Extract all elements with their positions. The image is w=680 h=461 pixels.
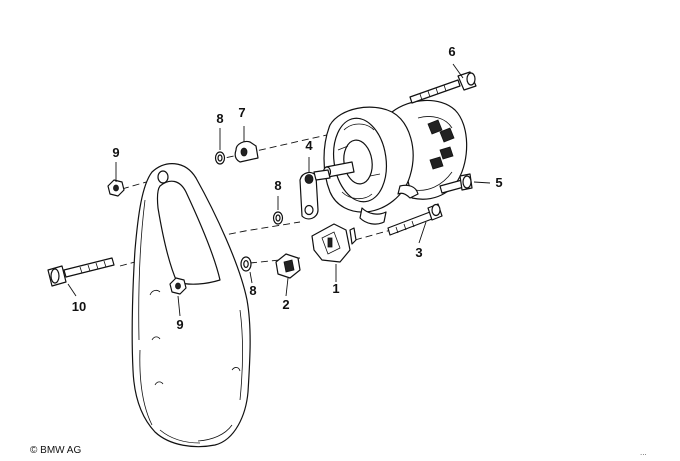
- nut-2: [275, 253, 301, 279]
- callout-8-middle: 8: [274, 178, 282, 193]
- washer-8a: [214, 151, 226, 165]
- copyright-notice: © BMW AG: [30, 445, 82, 456]
- cover-plate: [131, 163, 251, 448]
- bolt-5: [439, 173, 473, 194]
- callout-7: 7: [238, 105, 246, 120]
- callout-8-bottom: 8: [249, 283, 257, 298]
- nut-9b: [169, 277, 187, 295]
- callout-6: 6: [448, 44, 456, 59]
- bolt-10: [47, 257, 115, 287]
- callout-10: 10: [71, 299, 87, 314]
- callout-4: 4: [305, 138, 313, 153]
- callout-5: 5: [495, 175, 503, 190]
- callout-1: 1: [332, 281, 340, 296]
- adjusting-bracket-1: [311, 223, 357, 263]
- bolt-6: [409, 71, 477, 104]
- tensioning-strap-4: [299, 169, 331, 220]
- callout-3: 3: [415, 245, 423, 260]
- reference-code: ...: [640, 448, 647, 457]
- callout-2: 2: [282, 297, 290, 312]
- leader-lines: [67, 63, 491, 317]
- nut-9a: [107, 179, 125, 197]
- bolt-3: [387, 203, 443, 236]
- washer-8b: [272, 211, 284, 225]
- callout-8-top: 8: [216, 111, 224, 126]
- callout-9-bottom: 9: [176, 317, 184, 332]
- washer-8c: [240, 256, 252, 272]
- sleeve-7: [234, 140, 259, 163]
- callout-9-top: 9: [112, 145, 120, 160]
- alternator: [322, 99, 468, 225]
